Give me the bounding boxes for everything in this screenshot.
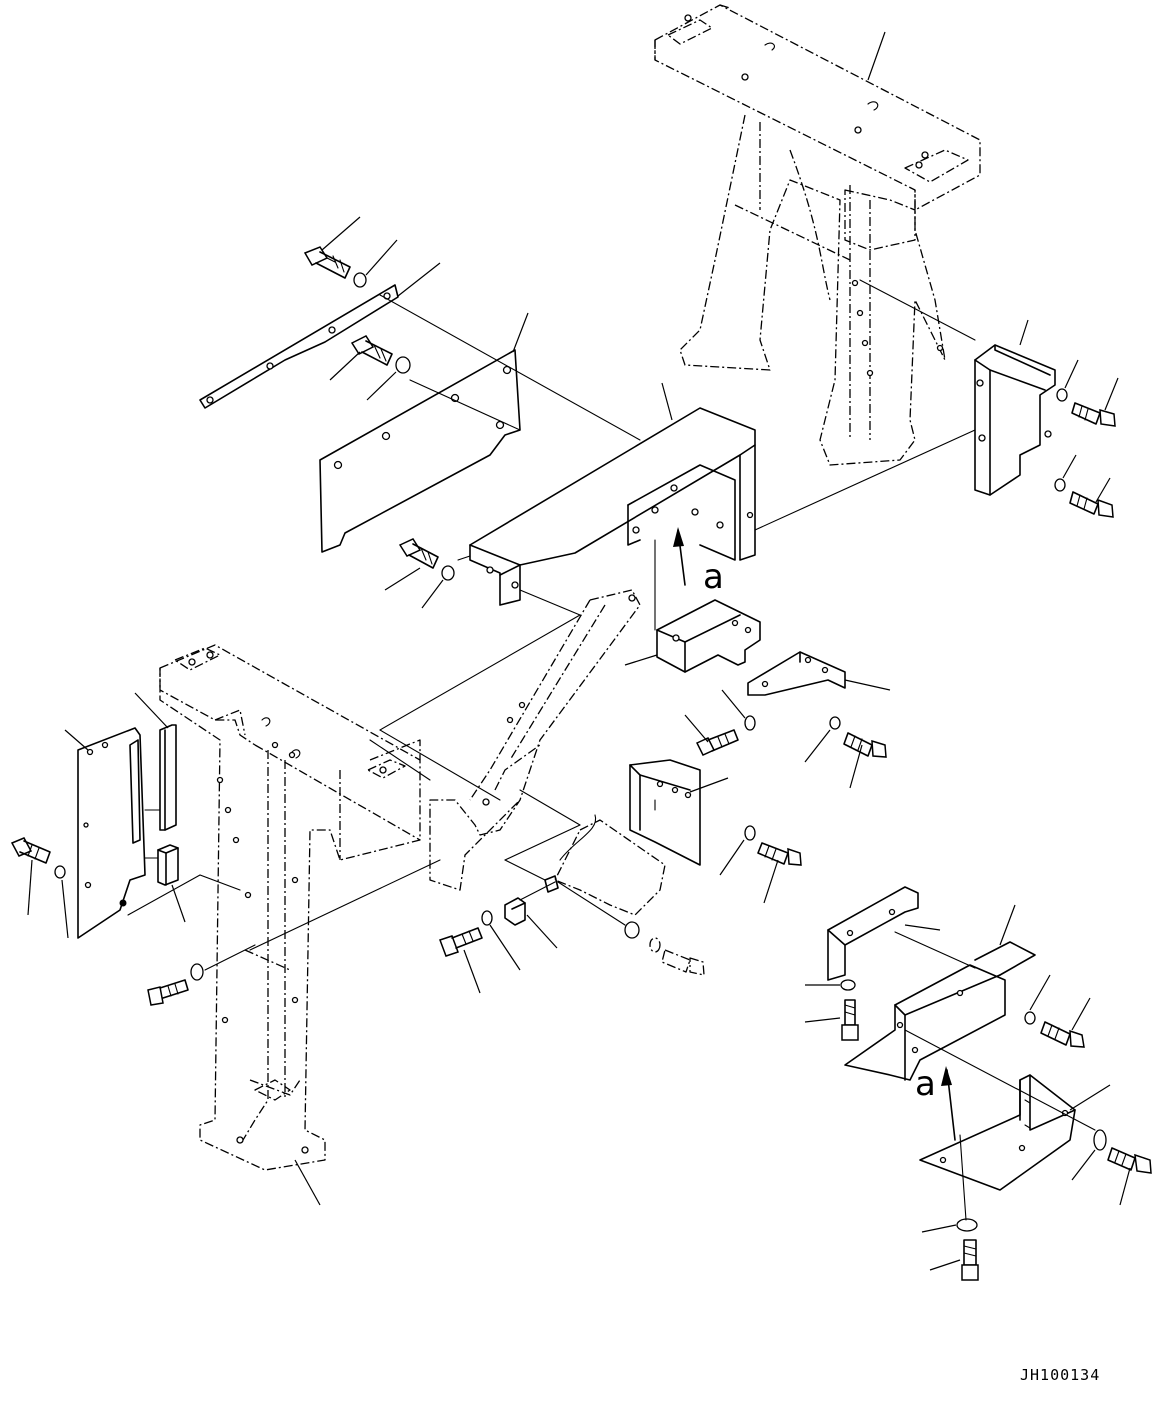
bolt-lower-center-1 bbox=[439, 927, 483, 957]
washer-left-1 bbox=[54, 865, 66, 879]
center-box-cover bbox=[469, 407, 756, 606]
left-side-panel bbox=[77, 727, 146, 939]
vertical-strip bbox=[159, 724, 177, 831]
washer-lower-center-3 bbox=[649, 937, 661, 953]
large-cover-plate bbox=[319, 349, 521, 553]
small-plate-center bbox=[554, 814, 666, 916]
washer-bottom-right bbox=[1093, 1129, 1107, 1151]
washer-right-1 bbox=[1056, 388, 1068, 402]
leader-upper-frame bbox=[867, 31, 886, 81]
bolt-bottom bbox=[961, 1239, 979, 1281]
bolt-left-2 bbox=[147, 979, 189, 1006]
washer-top-left-2 bbox=[395, 356, 411, 374]
flat-bracket bbox=[747, 651, 846, 696]
bolt-lower-right-1 bbox=[841, 999, 859, 1041]
washer-middle-1 bbox=[744, 715, 756, 731]
right-angle-bracket bbox=[974, 344, 1056, 496]
washer-lower-right-1 bbox=[840, 979, 856, 991]
washer-lower-center-2 bbox=[624, 921, 640, 939]
bolt-middle-3 bbox=[757, 842, 802, 866]
lower-right-bracket bbox=[827, 886, 919, 981]
bolt-right-1 bbox=[1071, 402, 1116, 427]
small-block bbox=[157, 844, 179, 886]
bolt-bottom-right bbox=[1107, 1147, 1152, 1174]
bolt-left-1 bbox=[10, 837, 51, 864]
washer-bottom bbox=[956, 1218, 978, 1232]
washer-left-2 bbox=[190, 963, 204, 981]
bolt-right-2 bbox=[1069, 491, 1114, 518]
lower-right-cover bbox=[844, 941, 1036, 1081]
washer-lower-center bbox=[481, 910, 493, 926]
middle-cover-piece bbox=[629, 759, 701, 866]
washer-middle-3 bbox=[744, 825, 756, 841]
middle-u-bracket bbox=[656, 599, 761, 673]
washer-center-left bbox=[441, 565, 455, 581]
washer-middle-2 bbox=[829, 716, 841, 730]
washer-right-2 bbox=[1054, 478, 1066, 492]
bolt-lower-center-2 bbox=[661, 949, 705, 976]
bolt-lower-right-2 bbox=[1040, 1021, 1085, 1048]
view-letter-a-top: a bbox=[703, 557, 724, 597]
drawing-code: JH100134 bbox=[1020, 1366, 1100, 1384]
bolt-top-left-1 bbox=[303, 246, 351, 279]
bolt-center-left bbox=[398, 538, 439, 569]
bolt-middle-2 bbox=[843, 732, 887, 758]
bottom-right-cover bbox=[919, 1074, 1076, 1191]
cable-clip bbox=[504, 875, 559, 926]
bolt-middle-1 bbox=[695, 729, 739, 756]
washer-lower-right-2 bbox=[1024, 1011, 1036, 1025]
washer-top-left-1 bbox=[353, 272, 367, 288]
lower-frame-column bbox=[159, 644, 421, 1171]
view-letter-a-bottom: a bbox=[915, 1064, 936, 1104]
upper-frame-column bbox=[654, 4, 981, 466]
diagonal-arm bbox=[429, 589, 641, 891]
bolt-top-left-2 bbox=[350, 335, 393, 366]
